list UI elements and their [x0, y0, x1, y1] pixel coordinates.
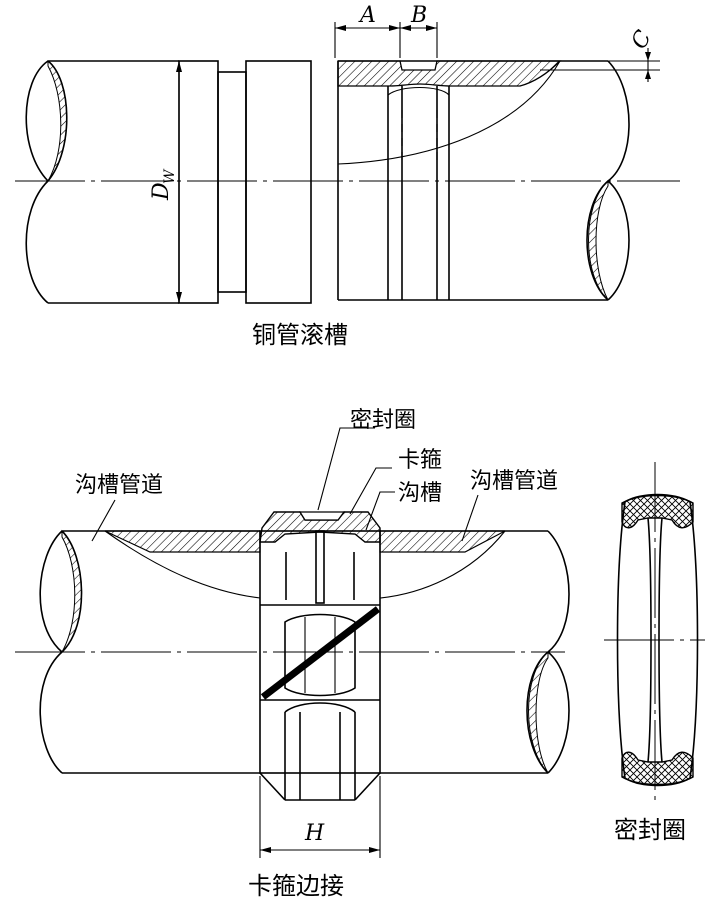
bottom-caption: 卡箍边接 [248, 872, 344, 900]
top-left-pipe [25, 59, 312, 304]
dim-h-label: H [304, 821, 325, 846]
label-left-pipe: 沟槽管道 [75, 473, 163, 498]
side-caption: 密封圈 [614, 816, 686, 844]
seal-ring-section: 密封圈 [604, 462, 705, 844]
dim-b-label: B [410, 3, 427, 28]
dim-dw-subscript: W [162, 168, 178, 184]
leaders [91, 427, 479, 542]
dim-dw: D W [149, 61, 182, 303]
dim-c: C [540, 26, 660, 82]
top-figure: D W [15, 3, 680, 349]
label-right-pipe: 沟槽管道 [470, 469, 558, 494]
bottom-right-pipe [379, 530, 570, 774]
dim-ab: A B [334, 3, 438, 58]
top-caption: 铜管滚槽 [252, 321, 348, 349]
coupling [259, 511, 381, 801]
dim-c-label: C [627, 26, 657, 53]
dim-h: H [259, 776, 381, 858]
dim-dw-label: D [149, 182, 174, 201]
bottom-left-pipe [39, 529, 261, 774]
label-seal: 密封圈 [350, 408, 416, 433]
label-clamp: 卡箍 [398, 448, 442, 473]
bottom-figure: 密封圈 卡箍 沟槽 沟槽管道 沟槽管道 H 卡箍边接 [15, 408, 570, 900]
label-groove: 沟槽 [398, 481, 442, 506]
dim-a-label: A [358, 3, 376, 28]
